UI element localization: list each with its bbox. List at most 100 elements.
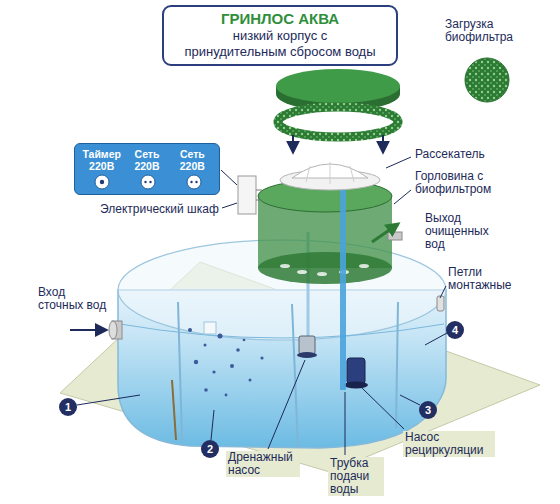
inlet-pipe-end [109,321,117,339]
water-surface [120,324,444,338]
neck-holes [280,264,369,276]
recirculation-pump-base [344,382,368,389]
mounting-loop [437,296,444,311]
panel-label: Сеть 220В [124,148,169,172]
partition [292,304,298,448]
leader-lines [77,157,447,455]
callout-number-text: 2 [207,444,213,455]
panel-icons [75,173,221,191]
bubble [243,339,246,342]
timer-icon-center [100,180,104,184]
neck-with-biofilter [258,162,402,390]
callout-number-text: 3 [425,405,431,416]
leader-line [440,286,446,298]
socket-pin [144,181,146,183]
callout-number-text: 4 [452,325,458,336]
bubble [218,334,223,339]
bubble [236,348,240,352]
callout-number: 1 [59,398,77,416]
socket-icon [187,175,201,189]
callout-number-text: 1 [65,402,71,413]
inlet-arrow [70,329,106,331]
hole [317,272,327,276]
panel-label: Сеть 220В [170,148,215,172]
title-text: низкий корпус с принудительным сбросом в… [182,28,378,60]
leader-line [222,203,237,208]
assembly-arrow [382,135,384,152]
bubble [204,344,207,347]
callout-label: Вход сточных вод [36,286,112,312]
electrical-cabinet [238,176,256,214]
drain-pump-base [297,352,317,358]
callout-number: 2 [201,440,219,458]
distributor-fin [350,166,354,182]
drain-pump [299,336,315,354]
callout-label: Электрический шкаф [98,203,248,216]
socket-pin [149,181,151,183]
title-box: ГРИНЛОС АКВАнизкий корпус с принудительн… [162,5,398,66]
callout-label: Петли монтажные [446,266,526,292]
title-text: ГРИНЛОС АКВА [170,10,390,28]
bubble [188,328,192,332]
control-panel: Таймер 220ВСеть 220ВСеть 220В [74,143,220,195]
callout-label: Насос рециркуляции [403,431,495,457]
panel-label: Таймер 220В [79,148,124,172]
callout-label: Рассекатель [413,148,523,161]
aerator-stick [172,380,176,440]
wire [256,190,262,191]
leader-line [77,395,140,405]
bubble [260,356,263,359]
distributor-fin [330,162,331,184]
timer-icon [95,175,109,189]
callout-label: Загрузка биофильтра [443,18,543,44]
outlet-pipe [388,232,402,240]
bubble [249,379,252,382]
leader-line [400,395,420,405]
assembly-arrow [292,135,294,152]
callout-label: Трубка подачи воды [328,457,384,496]
leader-line [386,157,411,168]
callout-label: Горловина с биофильтром [413,170,517,196]
callout-label: Выход очищенных вод [423,212,495,251]
hole [280,264,290,268]
bubble [225,394,228,397]
ring [278,107,398,137]
inlet-pipe [70,321,122,339]
leader-line [221,170,237,185]
leader-line [268,360,305,449]
recirculation-pump [347,358,365,384]
neck-bottom [258,252,392,284]
supply-tube [340,176,346,390]
hole [359,264,369,268]
callout-label: Дренажный насос [226,451,300,477]
partition [396,302,398,428]
lid-and-ring [276,58,509,152]
partition [178,302,182,442]
leader-line [345,392,346,455]
wire [256,200,262,201]
bubble [204,388,208,392]
biofilter-sample [465,58,509,102]
callout-number: 4 [446,321,464,339]
tank-hatch [204,322,216,334]
air-bubbles [188,328,264,396]
leader-line [394,190,411,204]
leader-line [362,388,404,429]
socket-pin [195,181,197,183]
bubble [212,370,215,373]
lid-top [276,69,400,103]
leader-line [211,410,214,440]
bubble [194,360,198,364]
leader-line [425,333,447,345]
socket-icon [141,175,155,189]
callout-number: 3 [419,401,437,419]
outlet-arrow [372,224,398,242]
socket-pin [190,181,192,183]
hole [297,270,307,274]
distributor-fin [306,166,310,182]
bubble [230,364,234,368]
cabinet [238,176,262,214]
